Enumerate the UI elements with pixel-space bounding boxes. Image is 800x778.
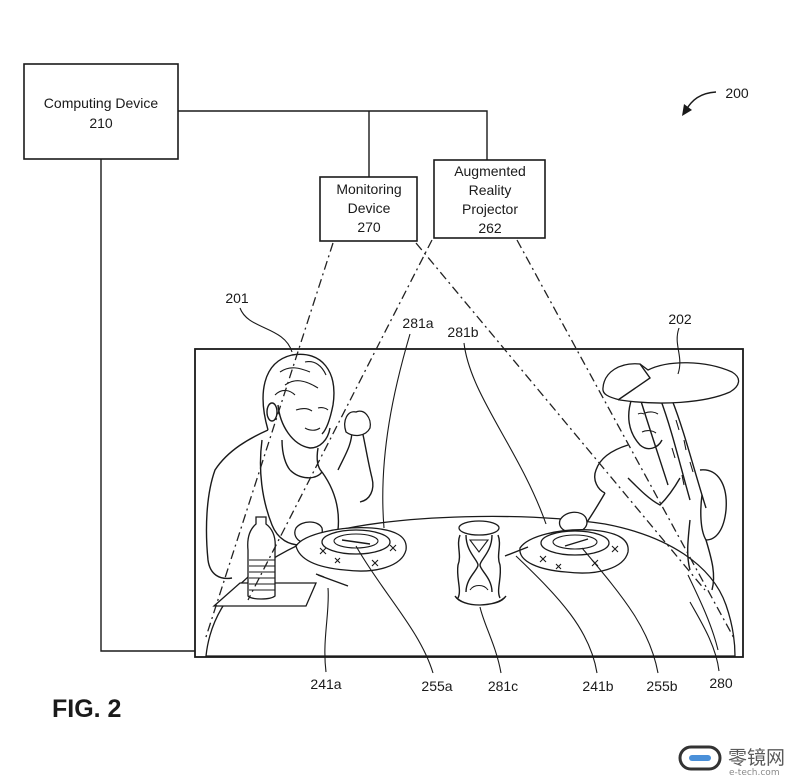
- person-202-shoulder: [594, 444, 629, 494]
- system-reference-number: 200: [725, 85, 749, 101]
- label-280: 280: [709, 675, 733, 691]
- label-241b: 241b: [582, 678, 613, 694]
- utensil-a: [315, 573, 349, 587]
- ar-projector-name-line-3: Projector: [462, 201, 518, 217]
- person-201-raised-hand: [344, 410, 371, 437]
- label-241a: 241a: [310, 676, 341, 692]
- person-201-hair-strands: [274, 361, 327, 396]
- computing-device-frame: [23, 63, 179, 160]
- connection-wires: [100, 110, 488, 652]
- hourglass-sand: [468, 539, 490, 591]
- ar-projector-ref: 262: [478, 220, 502, 236]
- monitoring-device-frame: [319, 176, 418, 242]
- label-281b: 281b: [447, 324, 478, 340]
- hourglass-frame: [456, 534, 502, 599]
- person-201-eyes-mouth: [295, 407, 329, 431]
- arrowhead-icon: [682, 104, 692, 116]
- monitoring-device-name-line-2: Device: [348, 200, 391, 216]
- person-201-face: [277, 404, 331, 449]
- leader-281a: [382, 333, 411, 529]
- fork-b-on-plate: [564, 538, 589, 547]
- watermark-logo-bar-icon: [689, 755, 711, 761]
- leader-281b: [463, 342, 547, 525]
- hourglass-virtual-object: [454, 520, 507, 606]
- wire-computing-to-scene: [100, 159, 205, 652]
- hourglass-top: [458, 520, 500, 536]
- utensil-b: [504, 546, 529, 557]
- ar-projector-frame: [433, 159, 546, 239]
- hourglass-glass: [465, 534, 493, 593]
- label-202: 202: [668, 311, 692, 327]
- monitoring-device-name-line-1: Monitoring: [336, 181, 401, 197]
- leader-lines: [239, 307, 720, 674]
- placemat-a-flowers: [319, 544, 397, 567]
- leader-241a: [324, 587, 329, 673]
- projector-field-left: [247, 239, 433, 601]
- plate-b-rim: [552, 534, 598, 550]
- system-reference: 200: [682, 85, 749, 116]
- watermark-url: e-tech.com: [729, 768, 780, 778]
- person-201-ear: [266, 402, 278, 422]
- person-202-face: [628, 397, 663, 450]
- label-281a: 281a: [402, 315, 433, 331]
- label-201: 201: [225, 290, 249, 306]
- monitoring-device-box: Monitoring Device 270: [319, 176, 418, 242]
- monitoring-device-ref: 270: [357, 219, 381, 235]
- person-202-arm: [687, 519, 715, 591]
- water-bottle: [247, 516, 276, 600]
- watermark-brand: 零镜网: [728, 747, 785, 769]
- ar-projector-box: Augmented Reality Projector 262: [433, 159, 546, 239]
- person-202: [558, 362, 740, 591]
- watermark-logo-icon: [678, 745, 722, 771]
- hourglass-base: [454, 595, 507, 606]
- label-255b: 255b: [646, 678, 677, 694]
- leader-280: [689, 601, 720, 672]
- person-202-hair-strands: [671, 419, 694, 486]
- water-bottle-body: [247, 516, 276, 600]
- figure-caption: FIG. 2: [52, 695, 121, 723]
- ar-projector-name-line-2: Reality: [469, 182, 512, 198]
- person-202-hat-fold: [617, 363, 651, 401]
- reference-arrow-icon: [685, 91, 717, 111]
- person-202-eyes-mouth: [637, 411, 659, 434]
- table-items: [212, 516, 629, 607]
- ar-projector-name-line-1: Augmented: [454, 163, 526, 179]
- watermark: 零镜网 e-tech.com: [678, 745, 785, 778]
- person-201-vest: [259, 439, 301, 546]
- table-fold-line: [687, 574, 719, 651]
- plate-a-rim: [333, 533, 379, 549]
- computing-device-box: Computing Device 210: [23, 63, 179, 160]
- leader-255a: [355, 545, 434, 674]
- leader-201: [239, 307, 293, 353]
- person-202-hat: [602, 362, 740, 404]
- person-201: [205, 353, 374, 580]
- computing-device-ref: 210: [89, 115, 113, 131]
- reference-labels: 201 202 281a 281b 241a 255a 281c 241b 25…: [225, 290, 733, 694]
- label-255a: 255a: [421, 678, 452, 694]
- leader-255b: [581, 547, 659, 674]
- monitoring-field-left: [204, 242, 334, 641]
- person-201-torso: [205, 429, 340, 580]
- projection-lines: [204, 239, 736, 641]
- person-202-sleeve: [699, 469, 727, 541]
- water-bottle-ridges: [249, 559, 275, 591]
- leader-281c: [479, 606, 502, 674]
- label-281c: 281c: [488, 678, 518, 694]
- computing-device-name: Computing Device: [44, 95, 159, 111]
- leader-241b: [515, 555, 598, 674]
- person-201-hair: [262, 353, 335, 435]
- wire-computing-to-projector: [178, 110, 488, 160]
- fork-a-on-plate: [341, 539, 371, 545]
- leader-202: [676, 327, 681, 375]
